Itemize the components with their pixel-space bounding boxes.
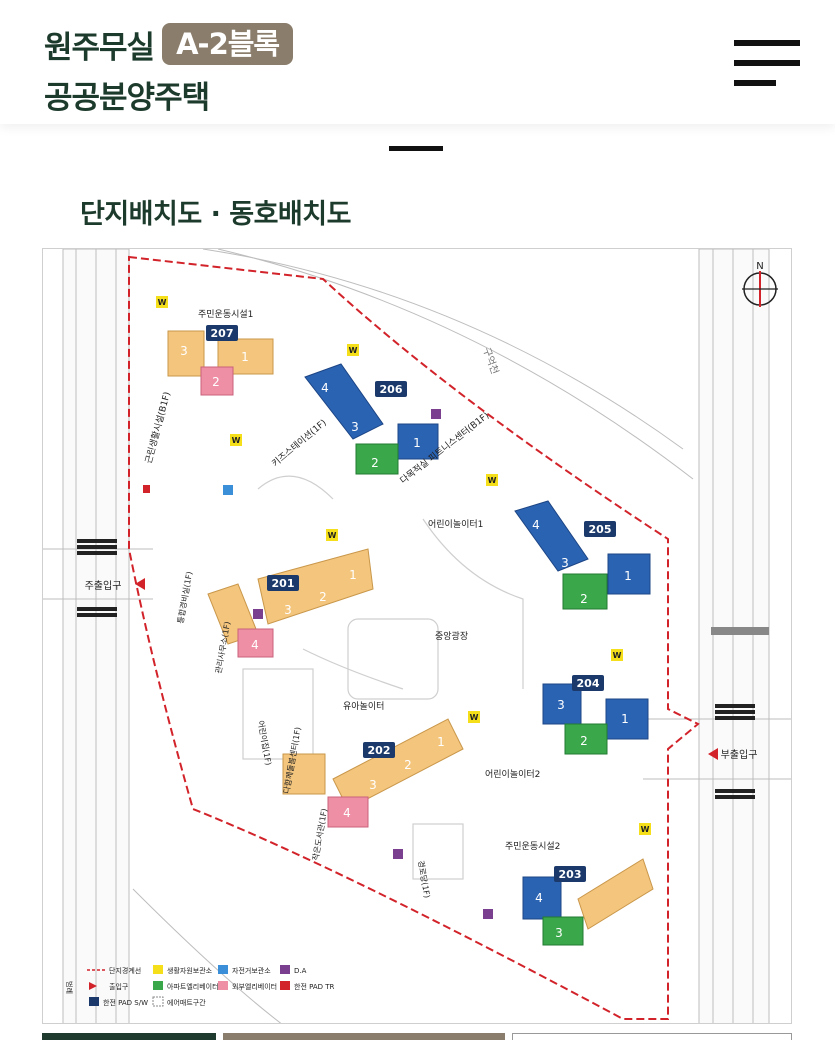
- core-label: 1: [413, 436, 421, 450]
- legend: 범례 단지경계선 생활자원보관소 자전거보관소 D.A 출입구 아파트엘리베이터…: [65, 965, 335, 1007]
- site-boundary: [128, 255, 700, 1020]
- svg-text:자전거보관소: 자전거보관소: [232, 966, 271, 975]
- core-label: 4: [343, 806, 351, 820]
- fitness2-label: 주민운동시설2: [505, 841, 560, 852]
- svg-text:W: W: [470, 713, 479, 722]
- sub-entrance-label: 부출입구: [721, 748, 758, 761]
- kids-playground-label: 유아놀이터: [343, 701, 384, 712]
- tab-3[interactable]: [512, 1033, 792, 1040]
- admin-office-label: 관리사무소(1F): [213, 621, 232, 675]
- building-205[interactable]: 205 4 3 2 1: [514, 500, 651, 610]
- site-plan-svg: N 구억천 207 3 1 2 206 4 3 2 1 205 4 3 2 1: [43, 249, 791, 1023]
- core-label: 2: [404, 758, 412, 772]
- svg-text:외부엘리베이터: 외부엘리베이터: [232, 982, 277, 991]
- facility-markers: W W W W W W W W: [143, 296, 651, 919]
- svg-text:단지경계선: 단지경계선: [109, 966, 141, 975]
- building-202-label: 202: [368, 744, 391, 757]
- core-label: 3: [180, 344, 188, 358]
- core-label: 1: [437, 735, 445, 749]
- brand-logo[interactable]: 원주무실 A-2블록 공공분양주택: [44, 22, 294, 117]
- core-label: 3: [351, 420, 359, 434]
- compass-label: N: [756, 261, 763, 272]
- river-road-label: 구억천: [480, 346, 501, 376]
- building-204[interactable]: 204 3 2 1: [542, 675, 649, 755]
- core-label: 3: [369, 778, 377, 792]
- core-label: 4: [532, 518, 540, 532]
- sub-entrance[interactable]: 부출입구: [708, 748, 757, 761]
- core-label: 3: [555, 926, 563, 940]
- svg-text:W: W: [613, 651, 622, 660]
- building-202[interactable]: 202 4 3 2 1: [282, 718, 464, 828]
- core-label: 4: [321, 381, 329, 395]
- main-entrance[interactable]: 주출입구: [85, 578, 145, 592]
- core-label: 1: [349, 568, 357, 582]
- building-206[interactable]: 206 4 3 2 1: [304, 363, 439, 475]
- brand-title: 원주무실: [44, 29, 155, 66]
- core-label: 2: [371, 456, 379, 470]
- management-label: 통합경비실(1F): [175, 571, 194, 625]
- tab-1[interactable]: [42, 1033, 216, 1040]
- core-label: 4: [535, 891, 543, 905]
- svg-text:W: W: [641, 825, 650, 834]
- core-label: 1: [621, 712, 629, 726]
- svg-text:한전 PAD TR: 한전 PAD TR: [294, 982, 335, 991]
- brand-subtitle: 공공분양주택: [44, 80, 210, 116]
- site-plan-map: N 구억천 207 3 1 2 206 4 3 2 1 205 4 3 2 1: [42, 248, 792, 1024]
- fitness1-label: 주민운동시설1: [198, 309, 253, 320]
- svg-text:W: W: [328, 531, 337, 540]
- library-label: 작은도서관(1F): [310, 808, 329, 862]
- roads: [43, 249, 791, 1023]
- bottom-tabs: [42, 1033, 792, 1040]
- building-201-label: 201: [272, 577, 295, 590]
- building-207-label: 207: [211, 327, 234, 340]
- compass-icon: N: [742, 261, 778, 307]
- core-label: 2: [580, 592, 588, 606]
- core-label: 1: [241, 350, 249, 364]
- core-label: 3: [557, 698, 565, 712]
- internal-paths: [242, 475, 524, 880]
- core-label: 3: [284, 603, 292, 617]
- playground2-label: 어린이놀이터2: [485, 769, 540, 780]
- building-201[interactable]: 201 4 3 2 1: [207, 548, 374, 658]
- site-header: 원주무실 A-2블록 공공분양주택: [0, 0, 835, 124]
- core-label: 4: [251, 638, 259, 652]
- legend-heading: 범례: [65, 981, 74, 994]
- crosswalks: [77, 539, 769, 799]
- hamburger-menu-icon[interactable]: [734, 40, 800, 90]
- building-204-label: 204: [577, 677, 600, 690]
- svg-text:한전 PAD S/W: 한전 PAD S/W: [103, 998, 148, 1007]
- core-label: 1: [624, 569, 632, 583]
- svg-text:W: W: [232, 436, 241, 445]
- svg-text:출입구: 출입구: [109, 982, 129, 991]
- section-title: 단지배치도 · 동호배치도: [80, 199, 351, 230]
- kids-station-label: 키즈스테이션(1F): [270, 417, 329, 469]
- building-203[interactable]: 203 4 3: [522, 858, 654, 946]
- svg-text:생활자원보관소: 생활자원보관소: [167, 966, 213, 975]
- svg-text:아파트엘리베이터: 아파트엘리베이터: [167, 982, 219, 991]
- community-label: 근린생활시설(B1F): [142, 390, 173, 464]
- active-tab-indicator: [389, 146, 443, 151]
- playground1-label: 어린이놀이터1: [428, 519, 483, 530]
- building-205-label: 205: [589, 523, 612, 536]
- svg-text:W: W: [349, 346, 358, 355]
- main-entrance-label: 주출입구: [85, 579, 122, 592]
- central-plaza-label: 중앙광장: [435, 630, 468, 642]
- brand-badge: A-2블록: [162, 23, 294, 65]
- tab-2[interactable]: [223, 1033, 505, 1040]
- building-206-label: 206: [380, 383, 403, 396]
- core-label: 3: [561, 556, 569, 570]
- svg-text:W: W: [158, 298, 167, 307]
- building-207[interactable]: 207 3 1 2: [167, 325, 274, 396]
- core-label: 2: [580, 734, 588, 748]
- svg-text:에어매트구간: 에어매트구간: [167, 998, 206, 1007]
- core-label: 2: [319, 590, 327, 604]
- svg-text:D.A: D.A: [294, 967, 307, 975]
- building-203-label: 203: [559, 868, 582, 881]
- svg-text:W: W: [488, 476, 497, 485]
- core-label: 2: [212, 375, 220, 389]
